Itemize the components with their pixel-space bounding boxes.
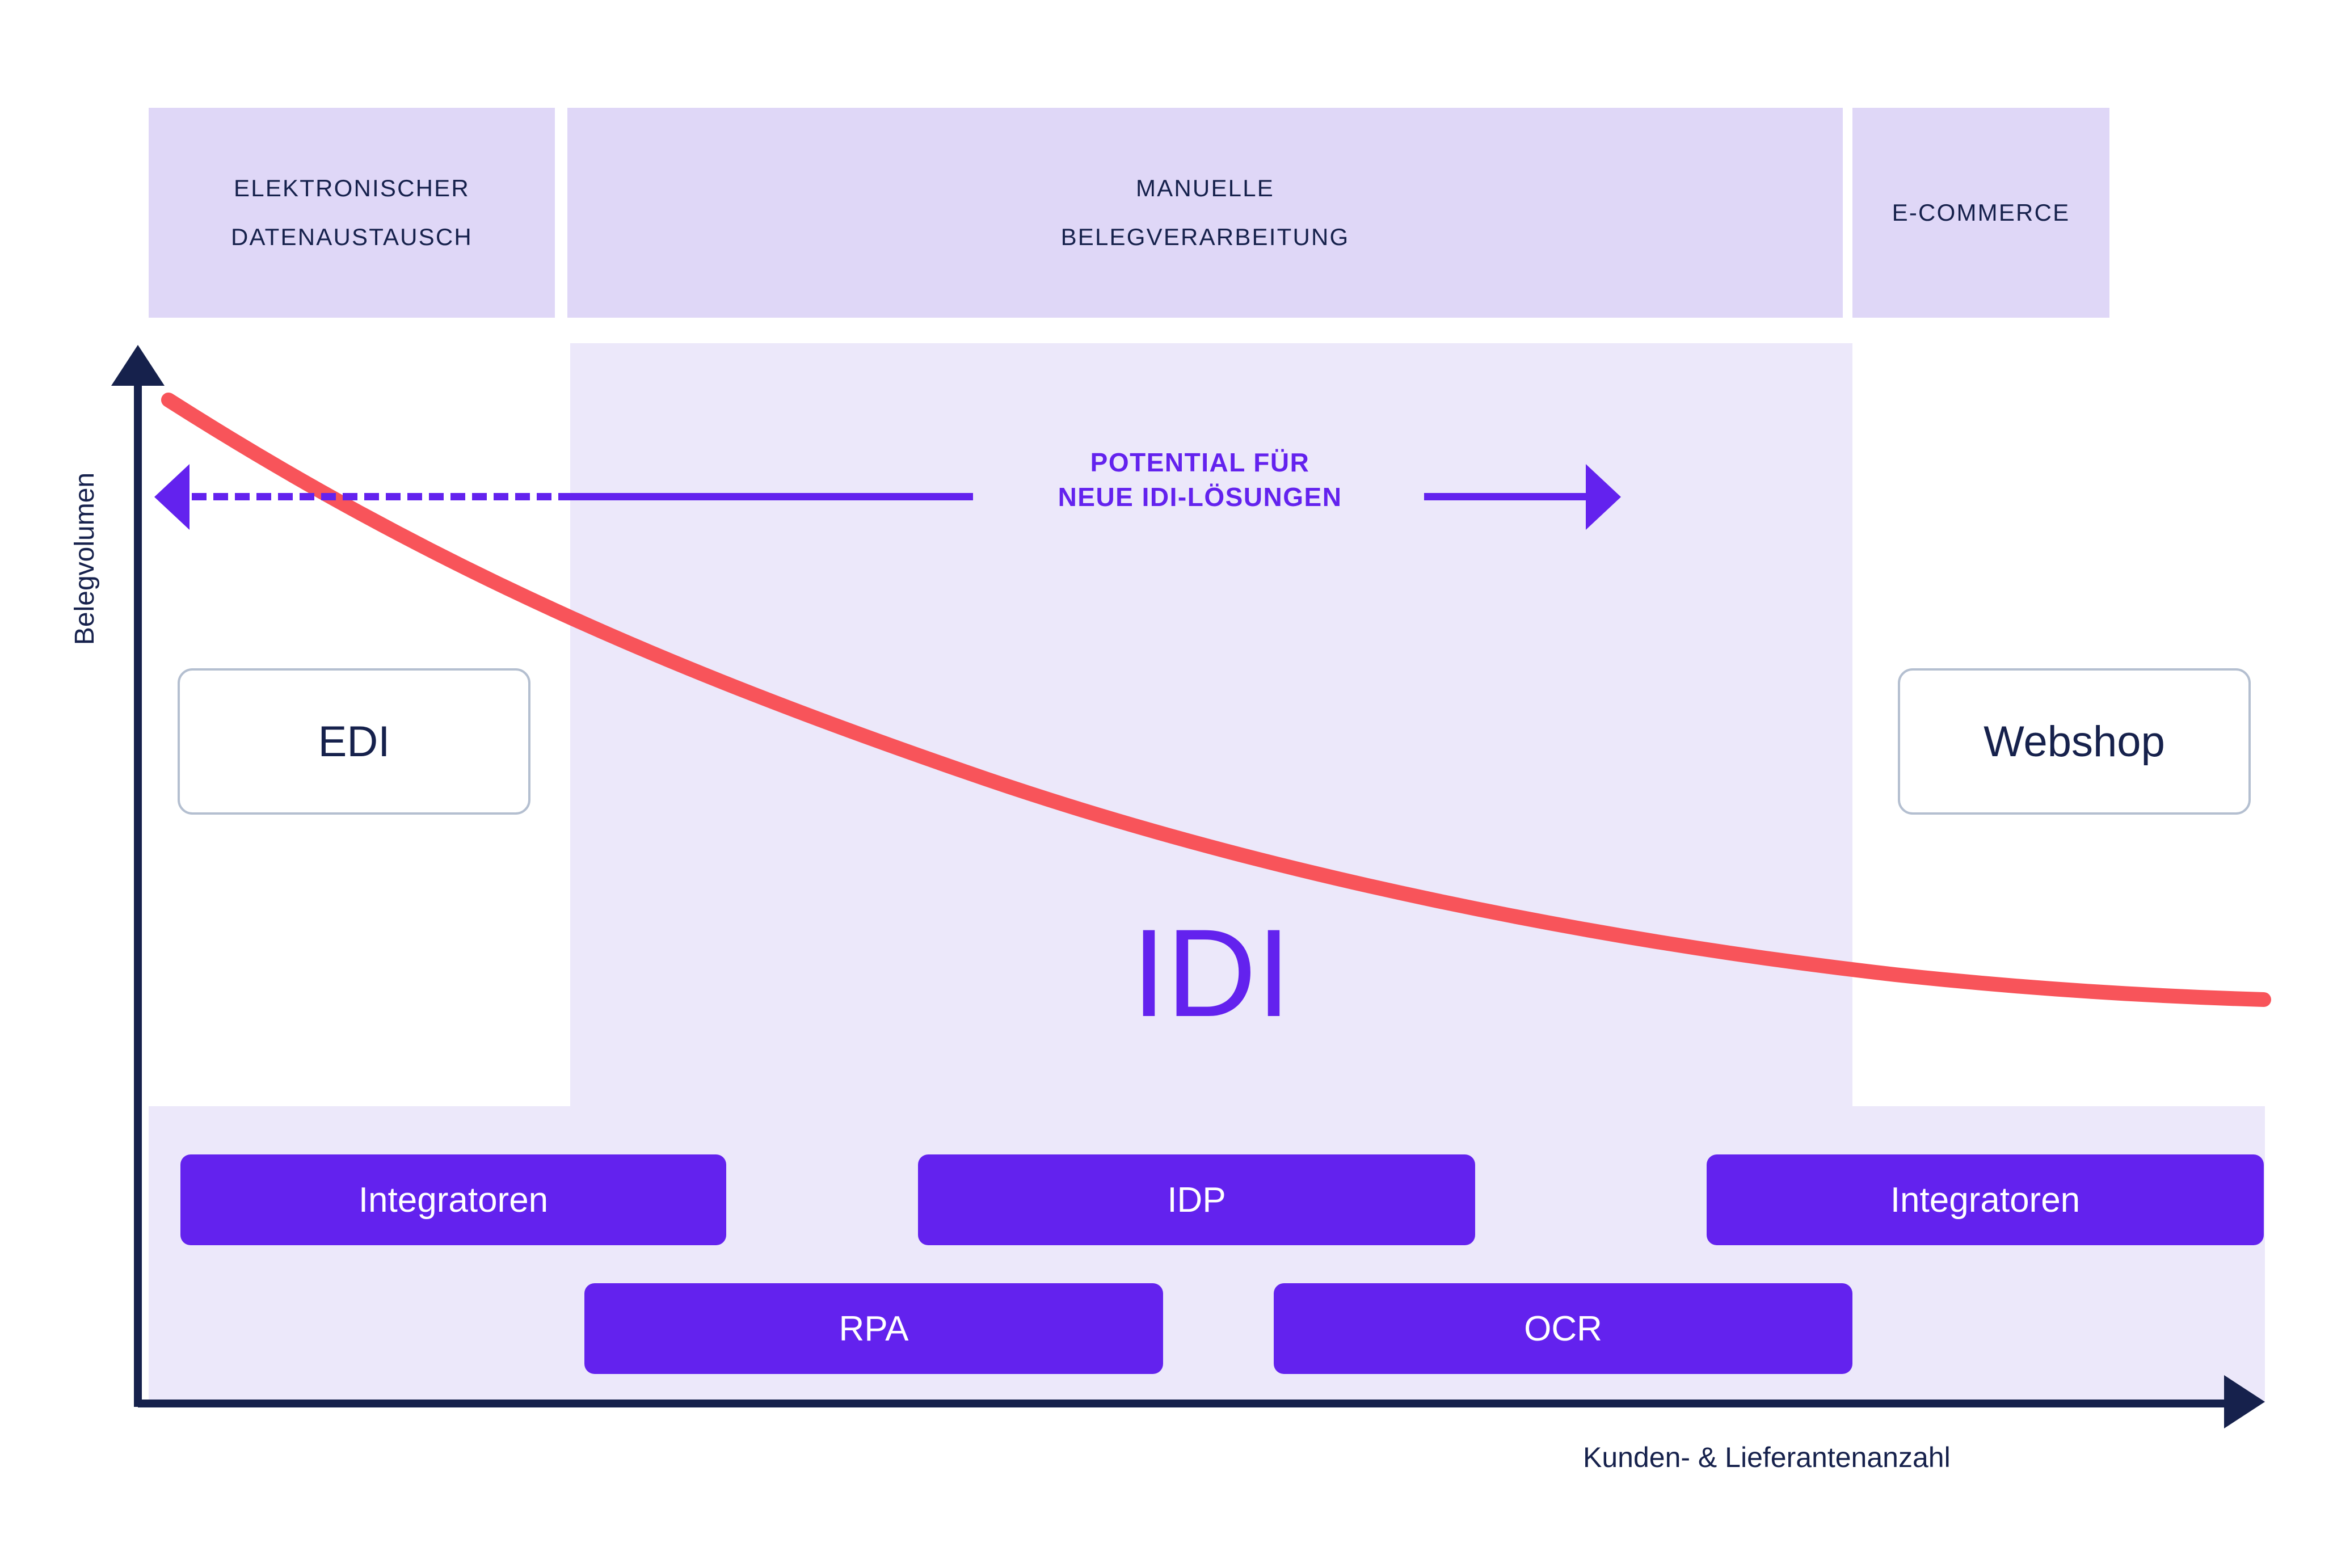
x-axis-line: [138, 1400, 2244, 1407]
x-axis-label: Kunden- & Lieferantenanzahl: [1583, 1441, 1951, 1473]
category-band-manuelle-belegverarbeitung: MANUELLE BELEGVERARBEITUNG: [567, 108, 1843, 318]
solution-pill-integratoren-right[interactable]: Integratoren: [1707, 1154, 2264, 1245]
potential-caption-line2: NEUE IDI-LÖSUNGEN: [1058, 482, 1342, 512]
category-label-line1: E-COMMERCE: [1892, 199, 2070, 226]
channel-card-webshop[interactable]: Webshop: [1898, 668, 2251, 815]
solution-pill-label: OCR: [1524, 1309, 1602, 1348]
category-label-line2: BELEGVERARBEITUNG: [1060, 224, 1350, 250]
idi-region-panel: [570, 343, 1852, 1108]
y-axis-line: [134, 352, 142, 1407]
channel-card-edi[interactable]: EDI: [178, 668, 530, 815]
solution-pill-rpa[interactable]: RPA: [584, 1283, 1163, 1374]
category-label-line1: ELEKTRONISCHER: [234, 174, 470, 201]
solution-pill-label: RPA: [839, 1309, 909, 1348]
category-label-line2: DATENAUSTAUSCH: [231, 224, 473, 250]
category-band-elektronischer-datenaustausch: ELEKTRONISCHER DATENAUSTAUSCH: [149, 108, 555, 318]
category-label-line1: MANUELLE: [1135, 174, 1274, 201]
solution-pill-ocr[interactable]: OCR: [1274, 1283, 1852, 1374]
channel-card-webshop-label: Webshop: [1984, 717, 2165, 766]
potential-arrow-caption: POTENTIAL FÜR NEUE IDI-LÖSUNGEN: [973, 445, 1427, 514]
solution-pill-integratoren-left[interactable]: Integratoren: [180, 1154, 726, 1245]
category-band-e-commerce: E-COMMERCE: [1852, 108, 2109, 318]
arrow-solid-segment-right: [1424, 493, 1589, 500]
solution-pill-label: IDP: [1167, 1180, 1226, 1220]
idi-center-label: IDI: [1131, 903, 1291, 1043]
arrow-right-head-icon: [1586, 464, 1621, 530]
arrow-dashed-segment: [170, 493, 573, 500]
solution-pill-idp[interactable]: IDP: [918, 1154, 1475, 1245]
solution-pill-label: Integratoren: [358, 1180, 549, 1220]
solution-pill-label: Integratoren: [1890, 1180, 2081, 1220]
x-axis-arrowhead-icon: [2224, 1375, 2265, 1428]
channel-card-edi-label: EDI: [318, 717, 390, 766]
potential-caption-line1: POTENTIAL FÜR: [1090, 448, 1310, 477]
arrow-solid-segment-left: [570, 493, 973, 500]
